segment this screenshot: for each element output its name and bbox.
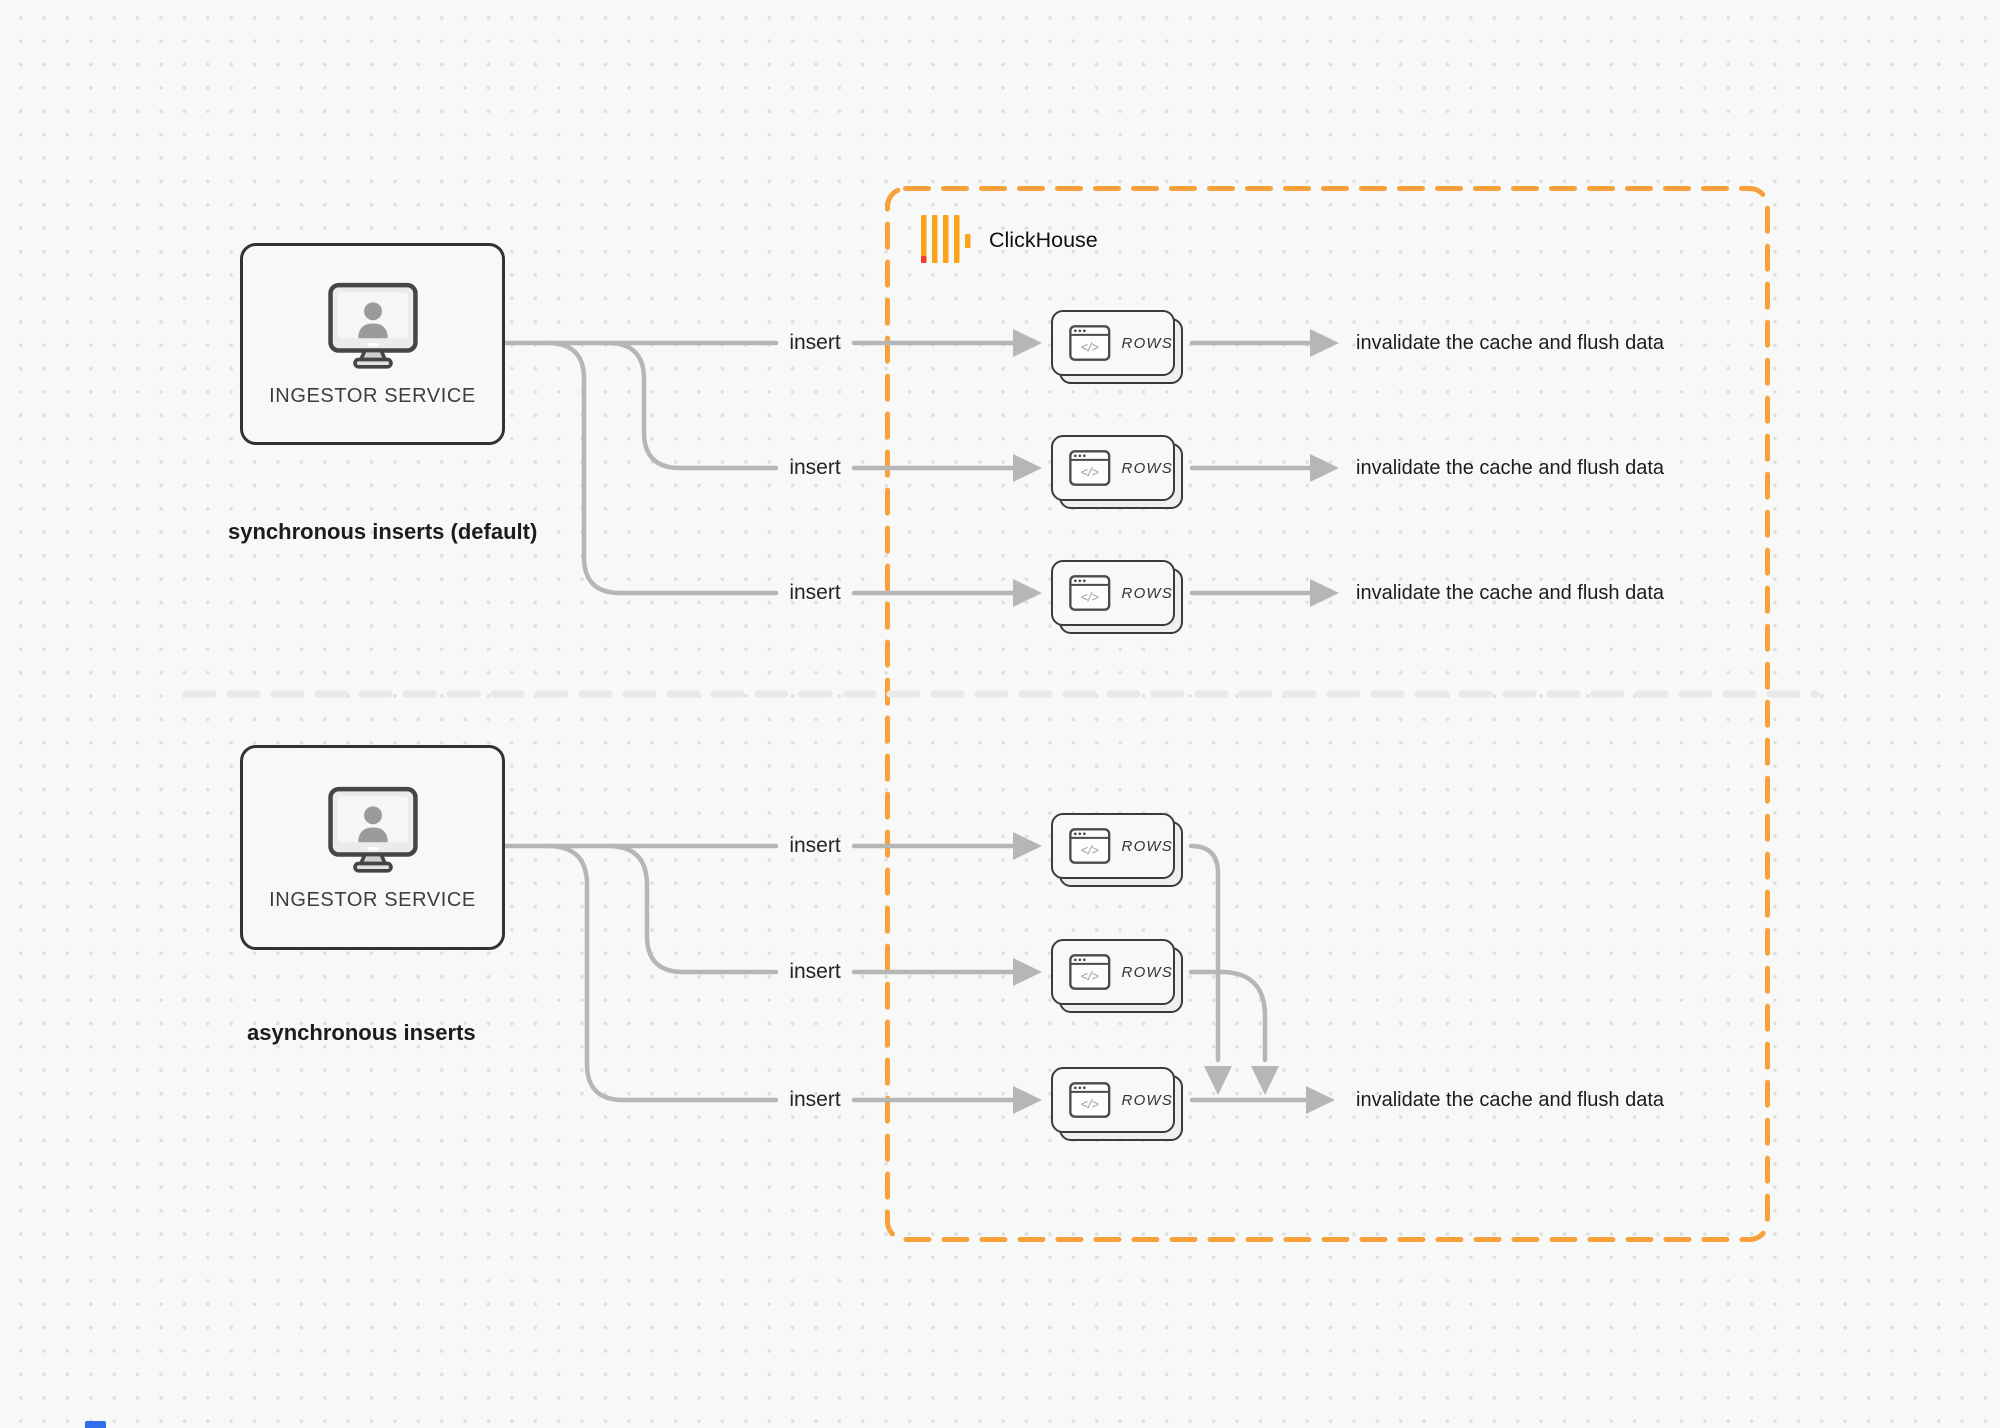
rows-card-label: ROWS (1121, 459, 1173, 477)
result-label: invalidate the cache and flush data (1356, 1089, 1664, 1111)
arrow-right-icon (1310, 454, 1339, 482)
user-silhouette-icon (363, 302, 382, 321)
result-label: invalidate the cache and flush data (1356, 457, 1664, 479)
arrow-down-icon (1204, 1066, 1232, 1095)
insert-label: insert (789, 456, 841, 479)
async-connectors (503, 832, 1335, 1114)
user-silhouette-icon (363, 805, 382, 824)
rows-card: </> ROWS (1051, 435, 1183, 509)
rows-card-label: ROWS (1121, 963, 1173, 981)
arrow-right-icon (1013, 329, 1042, 357)
arrow-down-icon (1251, 1066, 1279, 1095)
result-label: invalidate the cache and flush data (1356, 332, 1664, 354)
rows-card-label: ROWS (1121, 837, 1173, 855)
rows-card: </> ROWS (1051, 560, 1183, 634)
ingestor-service-label: INGESTOR SERVICE (269, 888, 476, 911)
svg-text:</>: </> (1081, 970, 1099, 984)
insert-label: insert (789, 331, 841, 354)
caption-synchronous-inserts: synchronous inserts (default) (228, 519, 538, 544)
code-window-icon: </> (1069, 450, 1111, 486)
code-window-icon: </> (1069, 954, 1111, 990)
code-window-icon: </> (1069, 575, 1111, 611)
arrow-right-icon (1013, 958, 1042, 986)
insert-label: insert (789, 960, 841, 983)
insert-label: insert (789, 581, 841, 604)
svg-text:</>: </> (1081, 466, 1099, 480)
logo-red-accent (921, 256, 927, 263)
rows-card-label: ROWS (1121, 334, 1173, 352)
ingestor-service-box-async: INGESTOR SERVICE (240, 745, 505, 950)
sync-connectors (503, 329, 1339, 607)
code-window-icon: </> (1069, 325, 1111, 361)
svg-text:</>: </> (1081, 844, 1099, 858)
ingestor-service-box-sync: INGESTOR SERVICE (240, 243, 505, 445)
arrow-right-icon (1306, 1086, 1335, 1114)
code-window-icon: </> (1069, 1082, 1111, 1118)
rows-card-label: ROWS (1121, 584, 1173, 602)
clickhouse-bars-logo-icon (921, 215, 971, 268)
rows-card: </> ROWS (1051, 310, 1183, 384)
monitor-user-icon (327, 282, 418, 369)
arrow-right-icon (1310, 579, 1339, 607)
rows-card: </> ROWS (1051, 939, 1183, 1013)
monitor-user-icon (327, 786, 418, 873)
clickhouse-title: ClickHouse (989, 228, 1098, 252)
arrow-right-icon (1013, 579, 1042, 607)
insert-label: insert (789, 1088, 841, 1111)
arrow-right-icon (1013, 832, 1042, 860)
rows-card: </> ROWS (1051, 1067, 1183, 1141)
caption-asynchronous-inserts: asynchronous inserts (247, 1020, 476, 1045)
rows-card: </> ROWS (1051, 813, 1183, 887)
rows-card-label: ROWS (1121, 1091, 1173, 1109)
code-window-icon: </> (1069, 828, 1111, 864)
arrow-right-icon (1013, 454, 1042, 482)
arrow-right-icon (1013, 1086, 1042, 1114)
insert-label: insert (789, 834, 841, 857)
svg-text:</>: </> (1081, 1098, 1099, 1112)
result-label: invalidate the cache and flush data (1356, 582, 1664, 604)
clickhouse-dashed-boundary (885, 186, 1770, 1242)
ingestor-service-label: INGESTOR SERVICE (269, 385, 476, 407)
svg-text:</>: </> (1081, 341, 1099, 355)
svg-text:</>: </> (1081, 591, 1099, 605)
arrow-right-icon (1310, 329, 1339, 357)
bottom-edge-blue-chip (85, 1421, 106, 1428)
